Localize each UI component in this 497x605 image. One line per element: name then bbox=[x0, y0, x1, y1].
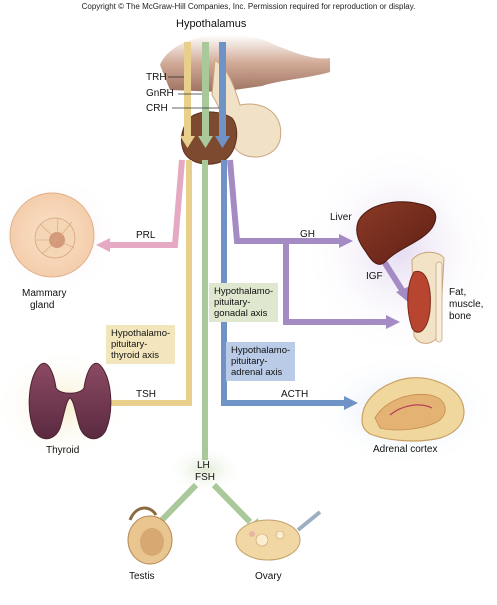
acth-label: ACTH bbox=[281, 389, 309, 400]
ovary-label: Ovary bbox=[255, 571, 282, 582]
igf-arrowhead bbox=[396, 286, 410, 302]
acth-arrowhead bbox=[344, 396, 358, 410]
gnrh-arrowhead bbox=[198, 136, 213, 148]
tsh-label: TSH bbox=[136, 389, 156, 400]
igf-label: IGF bbox=[366, 271, 383, 282]
crh-arrowhead bbox=[215, 136, 230, 148]
gh-tissue-arrowhead bbox=[386, 315, 400, 329]
acth-path bbox=[221, 160, 346, 406]
thyroid-label: Thyroid bbox=[46, 445, 80, 456]
tsh-path bbox=[106, 160, 192, 406]
adrenal-axis-line-2: pituitary- bbox=[231, 356, 268, 367]
gh-path bbox=[227, 159, 341, 244]
mammary-label-2: gland bbox=[30, 300, 55, 311]
trh-stream bbox=[184, 42, 191, 138]
muscle-label: muscle, bbox=[449, 299, 484, 310]
liver-label: Liver bbox=[330, 212, 352, 223]
fsh-label: FSH bbox=[195, 472, 215, 483]
thyroid-axis-line-2: pituitary- bbox=[111, 339, 148, 350]
hypothalamus-label: Hypothalamus bbox=[176, 18, 247, 30]
crh-label: CRH bbox=[146, 103, 168, 114]
fat-label: Fat, bbox=[449, 287, 467, 298]
ovary-illustration bbox=[235, 510, 322, 561]
liver-illustration bbox=[356, 201, 437, 265]
testis-illustration bbox=[127, 506, 173, 565]
adrenal-axis-line-3: adrenal axis bbox=[231, 367, 283, 378]
lhfsh-glow bbox=[167, 446, 243, 494]
gh-tissue-path bbox=[283, 241, 388, 325]
gonadal-axis-box: Hypothalamo- pituitary- gonadal axis bbox=[209, 283, 279, 322]
gonadal-axis-line-2: pituitary- bbox=[214, 297, 251, 308]
ovary-branch bbox=[211, 482, 253, 525]
mammary-label-1: Mammary bbox=[22, 288, 67, 299]
lh-label: LH bbox=[197, 460, 210, 471]
gnrh-stream bbox=[202, 42, 209, 138]
prl-arrowhead bbox=[96, 238, 110, 252]
muscle-bone-illustration bbox=[407, 251, 445, 344]
gh-label: GH bbox=[300, 229, 315, 240]
trh-label: TRH bbox=[146, 72, 167, 83]
adrenal-label: Adrenal cortex bbox=[373, 444, 438, 455]
testis-branch bbox=[157, 482, 199, 525]
bone-label: bone bbox=[449, 311, 472, 322]
prl-label: PRL bbox=[136, 230, 156, 241]
crh-stream bbox=[219, 42, 226, 138]
trh-arrowhead bbox=[180, 136, 195, 148]
copyright-notice: Copyright © The McGraw-Hill Companies, I… bbox=[81, 2, 416, 11]
gonadal-axis-line-3: gonadal axis bbox=[214, 308, 268, 319]
testis-label: Testis bbox=[129, 571, 155, 582]
thyroid-axis-line-3: thyroid axis bbox=[111, 350, 160, 361]
adrenal-cortex-illustration bbox=[361, 377, 465, 442]
gh-liver-arrowhead bbox=[339, 234, 353, 248]
gonadal-axis-line-1: Hypothalamo- bbox=[214, 286, 274, 297]
prl-path bbox=[108, 159, 185, 248]
adrenal-axis-box: Hypothalamo- pituitary- adrenal axis bbox=[226, 342, 296, 381]
thyroid-axis-box: Hypothalamo- pituitary- thyroid axis bbox=[106, 325, 176, 364]
thyroid-illustration bbox=[28, 362, 112, 440]
gnrh-label: GnRH bbox=[146, 88, 174, 99]
thyroid-axis-line-1: Hypothalamo- bbox=[111, 328, 171, 339]
adrenal-axis-line-1: Hypothalamo- bbox=[231, 345, 291, 356]
